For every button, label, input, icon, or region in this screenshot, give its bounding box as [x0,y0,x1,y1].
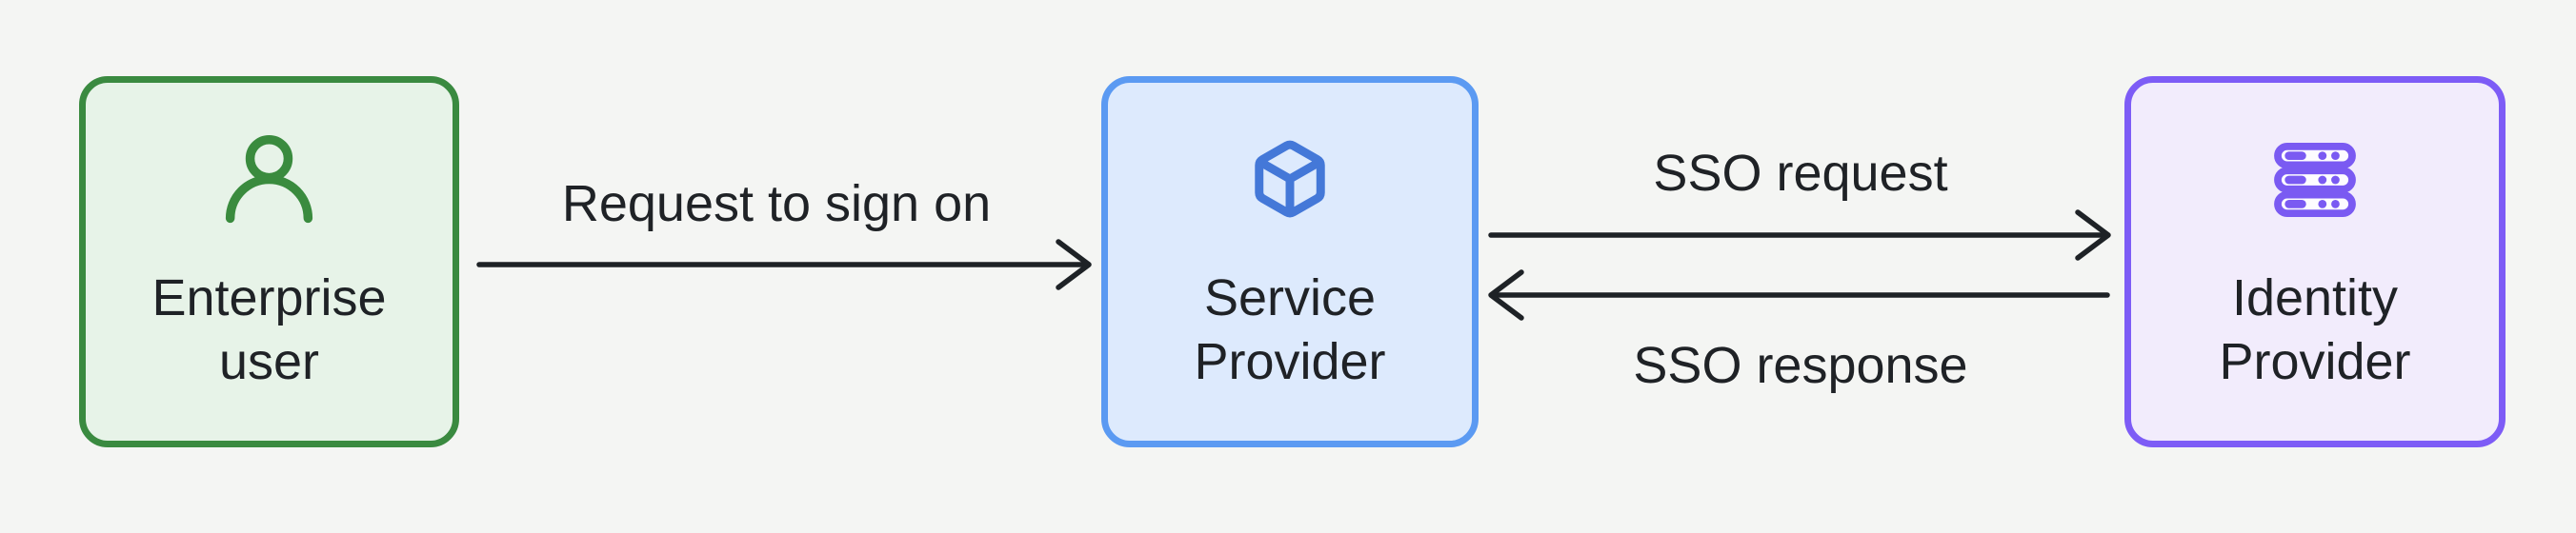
edge-label-sso-response: SSO response [1633,337,1968,394]
node-label-line: user [218,333,320,390]
arrow-sso-request [1488,209,2111,261]
node-label-line: Provider [1194,333,1386,390]
cube-icon [1108,138,1472,220]
node-label-enterprise-user: Enterprise user [86,266,453,394]
node-label-line: Enterprise [151,269,387,326]
node-label-line: Provider [2219,333,2411,390]
node-label-line: Identity [2231,269,2399,326]
arrow-sso-response [1488,269,2110,321]
edge-label-sso-request: SSO request [1653,145,1948,202]
server-icon [2131,143,2499,217]
user-icon [86,134,453,225]
node-enterprise-user: Enterprise user [79,76,459,447]
node-identity-provider: Identity Provider [2124,76,2506,447]
node-label-service-provider: Service Provider [1108,266,1472,394]
arrow-request-to-sign-on [476,239,1092,290]
edge-label-request-to-sign-on: Request to sign on [561,175,992,232]
node-label-identity-provider: Identity Provider [2131,266,2499,394]
node-label-line: Service [1203,269,1377,326]
node-service-provider: Service Provider [1101,76,1479,447]
